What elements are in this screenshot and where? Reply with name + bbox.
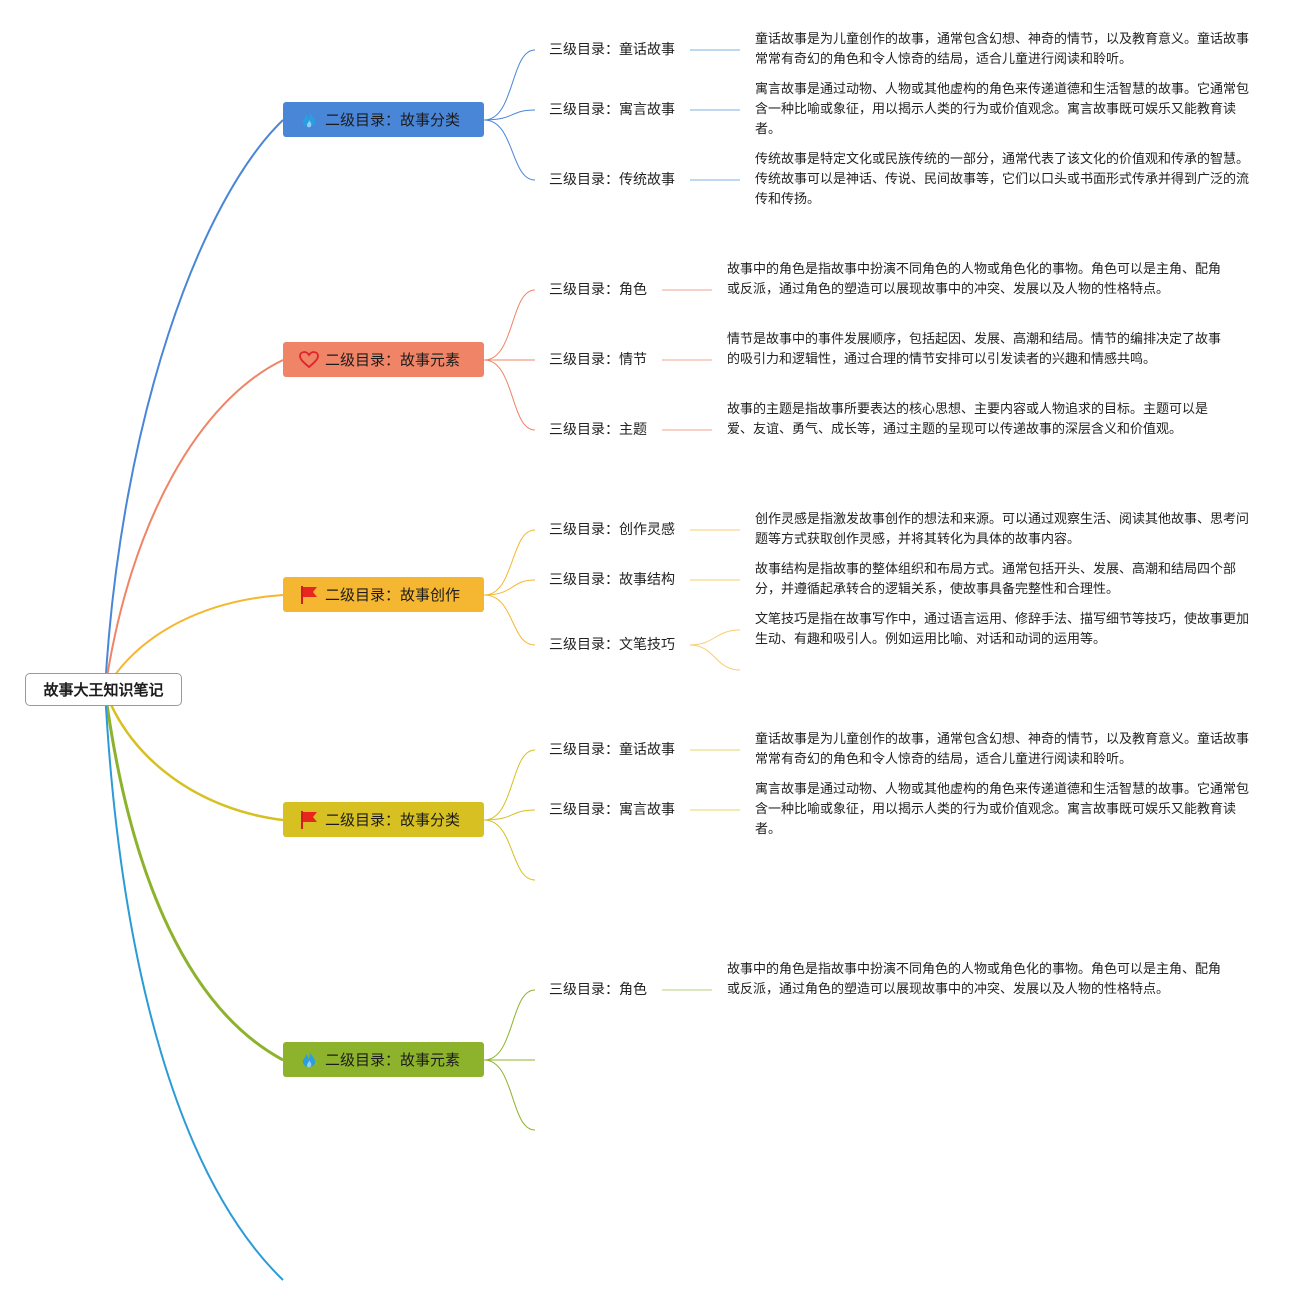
branch-label: 二级目录：故事分类: [325, 111, 461, 129]
note-text: 传统故事是特定文化或民族传统的一部分，通常代表了该文化的价值观和传承的智慧。传统…: [755, 152, 1250, 207]
branch-topic-3[interactable]: 二级目录：故事创作: [283, 577, 484, 612]
branch-label: 二级目录：故事元素: [325, 351, 461, 369]
connector-b4-c2: [483, 809, 536, 821]
note-text: 创作灵感是指激发故事创作的想法和来源。可以通过观察生活、阅读其他故事、思考问题等…: [755, 512, 1250, 547]
leaf-topic[interactable]: 三级目录：故事结构: [549, 572, 675, 588]
connector-b5-c1: [483, 989, 536, 1061]
note-text: 故事结构是指故事的整体组织和布局方式。通常包括开头、发展、高潮和结局四个部分，并…: [755, 562, 1237, 597]
leaf-topic[interactable]: 三级目录：寓言故事: [549, 102, 675, 118]
leaf-topic[interactable]: 三级目录：童话故事: [549, 742, 675, 758]
leaf-topic[interactable]: 三级目录：角色: [549, 282, 647, 298]
connector-b1-c3: [483, 119, 536, 181]
connector-b4-c1: [483, 749, 536, 821]
connector-root-branch-3: [104, 594, 284, 691]
connector-root-extra: [104, 689, 284, 1281]
connector-root-branch-4: [103, 689, 284, 822]
note-text: 故事的主题是指故事所要表达的核心思想、主要内容或人物追求的目标。主题可以是爱、友…: [727, 402, 1209, 437]
note-text: 故事中的角色是指故事中扮演不同角色的人物或角色化的事物。角色可以是主角、配角或反…: [727, 962, 1222, 997]
connector-root-branch-1: [104, 119, 284, 691]
connector-b3-note3b: [689, 644, 741, 671]
note-text: 文笔技巧是指在故事写作中，通过语言运用、修辞手法、描写细节等技巧，使故事更加生动…: [755, 612, 1250, 647]
note-text: 童话故事是为儿童创作的故事，通常包含幻想、神奇的情节，以及教育意义。童话故事常常…: [755, 32, 1250, 67]
flag-icon: [299, 585, 319, 605]
note-text: 寓言故事是通过动物、人物或其他虚构的角色来传递道德和生活智慧的故事。它通常包含一…: [755, 82, 1250, 137]
leaf-topic[interactable]: 三级目录：创作灵感: [549, 522, 675, 538]
connector-b2-c3: [483, 359, 536, 431]
leaf-topic[interactable]: 三级目录：传统故事: [549, 172, 675, 188]
connector-b5-c3: [483, 1059, 536, 1131]
heart-icon: [299, 350, 319, 370]
connector-b3-note3a: [689, 629, 741, 646]
branch-topic-2[interactable]: 二级目录：故事元素: [283, 342, 484, 377]
leaf-topic[interactable]: 三级目录：童话故事: [549, 42, 675, 58]
fire-icon: [299, 1050, 319, 1070]
connector-root-branch-2: [104, 359, 284, 691]
note-text: 童话故事是为儿童创作的故事，通常包含幻想、神奇的情节，以及教育意义。童话故事常常…: [755, 732, 1250, 767]
leaf-topic[interactable]: 三级目录：主题: [549, 422, 647, 438]
branch-topic-4[interactable]: 二级目录：故事分类: [283, 802, 484, 837]
leaf-topic[interactable]: 三级目录：情节: [549, 352, 647, 368]
branch-topic-5[interactable]: 二级目录：故事元素: [283, 1042, 484, 1077]
fire-icon: [299, 110, 319, 130]
branch-topic-1[interactable]: 二级目录：故事分类: [283, 102, 484, 137]
connector-root-branch-5: [103, 689, 284, 1062]
connector-b3-c2: [483, 579, 536, 596]
leaf-topic[interactable]: 三级目录：文笔技巧: [549, 637, 675, 653]
connector-b3-c1: [483, 529, 536, 596]
connector-b1-c1: [483, 49, 536, 121]
connector-b1-c2: [483, 109, 536, 121]
note-text: 故事中的角色是指故事中扮演不同角色的人物或角色化的事物。角色可以是主角、配角或反…: [727, 262, 1222, 297]
connector-b2-c1: [483, 289, 536, 361]
root-topic[interactable]: 故事大王知识笔记: [25, 673, 182, 706]
connector-b3-c3: [483, 594, 536, 646]
branch-label: 二级目录：故事元素: [325, 1051, 461, 1069]
branch-label: 二级目录：故事创作: [325, 586, 461, 604]
flag-icon: [299, 810, 319, 830]
note-text: 寓言故事是通过动物、人物或其他虚构的角色来传递道德和生活智慧的故事。它通常包含一…: [755, 782, 1250, 837]
leaf-topic[interactable]: 三级目录：角色: [549, 982, 647, 998]
note-text: 情节是故事中的事件发展顺序，包括起因、发展、高潮和结局。情节的编排决定了故事的吸…: [727, 332, 1222, 367]
branch-label: 二级目录：故事分类: [325, 811, 461, 829]
connector-b4-c3: [483, 819, 536, 881]
leaf-topic[interactable]: 三级目录：寓言故事: [549, 802, 675, 818]
